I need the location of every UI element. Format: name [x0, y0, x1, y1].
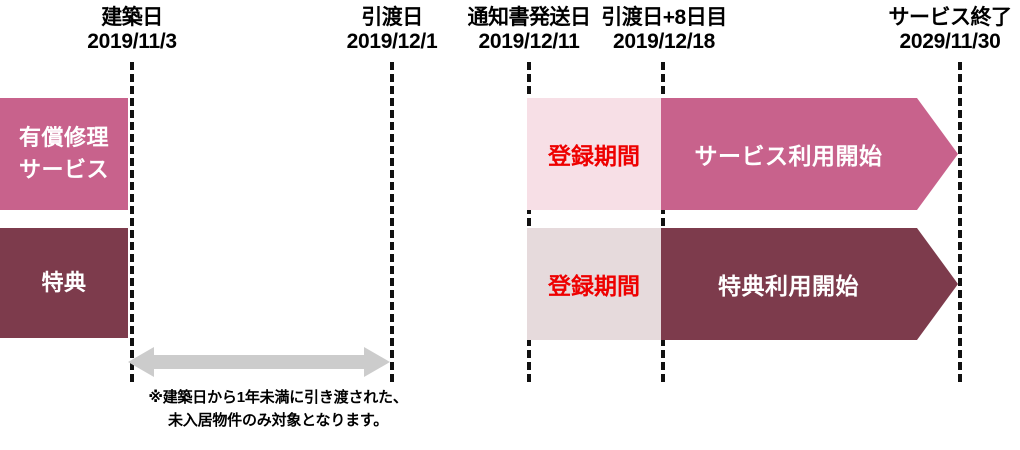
category-label-line: サービス — [18, 157, 109, 182]
category-label-paid-repair-service: 有償修理 サービス — [0, 98, 128, 210]
milestone-date: 2019/12/11 — [478, 29, 580, 53]
milestone-line-handover-plus-8 — [661, 62, 665, 382]
milestone-header-construction-date: 建築日 2019/11/3 — [22, 6, 242, 53]
phase-arrow-benefit-start: 特典利用開始 — [661, 228, 958, 340]
registration-period-block-row2: 登録期間 — [527, 228, 661, 340]
milestone-date: 2019/11/3 — [87, 29, 177, 53]
milestone-line-service-end-date — [958, 62, 962, 382]
category-label-benefits: 特典 — [0, 228, 128, 338]
category-label-line: 特典 — [41, 270, 87, 296]
registration-period-block-row1: 登録期間 — [527, 98, 661, 210]
timeline-row-benefits: 登録期間 特典利用開始 — [527, 228, 958, 340]
category-label-line: 有償修理 — [18, 125, 109, 151]
milestone-line-construction-date — [130, 62, 134, 382]
milestone-title: 引渡日+8日目 — [601, 6, 727, 29]
milestone-line-handover-date — [390, 62, 394, 382]
milestone-date: 2029/11/30 — [899, 29, 1001, 53]
footnote-line: ※建築日から1年未満に引き渡された、 — [148, 389, 408, 406]
footnote-line: 未入居物件のみ対象となります。 — [167, 411, 389, 429]
phase-arrow-service-start: サービス利用開始 — [661, 98, 958, 210]
milestone-date: 2019/12/18 — [612, 29, 716, 53]
registration-period-label: 登録期間 — [548, 143, 640, 169]
registration-period-label: 登録期間 — [548, 273, 640, 299]
milestone-header-notice-sent-date: 通知書発送日 2019/12/11 — [419, 6, 639, 53]
arrow-shape-icon — [661, 98, 958, 210]
span-arrow-construction-to-handover-icon — [128, 345, 390, 379]
milestone-title: サービス終了 — [888, 6, 1013, 29]
milestone-title: 建築日 — [101, 6, 163, 29]
milestone-header-handover-plus-8: 引渡日+8日目 2019/12/18 — [554, 6, 774, 53]
timeline-row-paid-repair-service: 登録期間 サービス利用開始 — [527, 98, 958, 210]
phase-label: 特典利用開始 — [718, 273, 859, 299]
footnote: ※建築日から1年未満に引き渡された、 未入居物件のみ対象となります。 — [118, 387, 438, 432]
milestone-title: 引渡日 — [361, 6, 423, 29]
milestone-header-service-end-date: サービス終了 2029/11/30 — [840, 6, 1020, 53]
phase-label: サービス利用開始 — [694, 143, 883, 169]
milestone-date: 2019/12/1 — [346, 29, 438, 53]
milestone-line-notice-sent-date — [527, 62, 531, 382]
arrow-shape-icon — [661, 228, 958, 340]
milestone-title: 通知書発送日 — [467, 6, 592, 29]
milestone-header-handover-date: 引渡日 2019/12/1 — [282, 6, 502, 53]
